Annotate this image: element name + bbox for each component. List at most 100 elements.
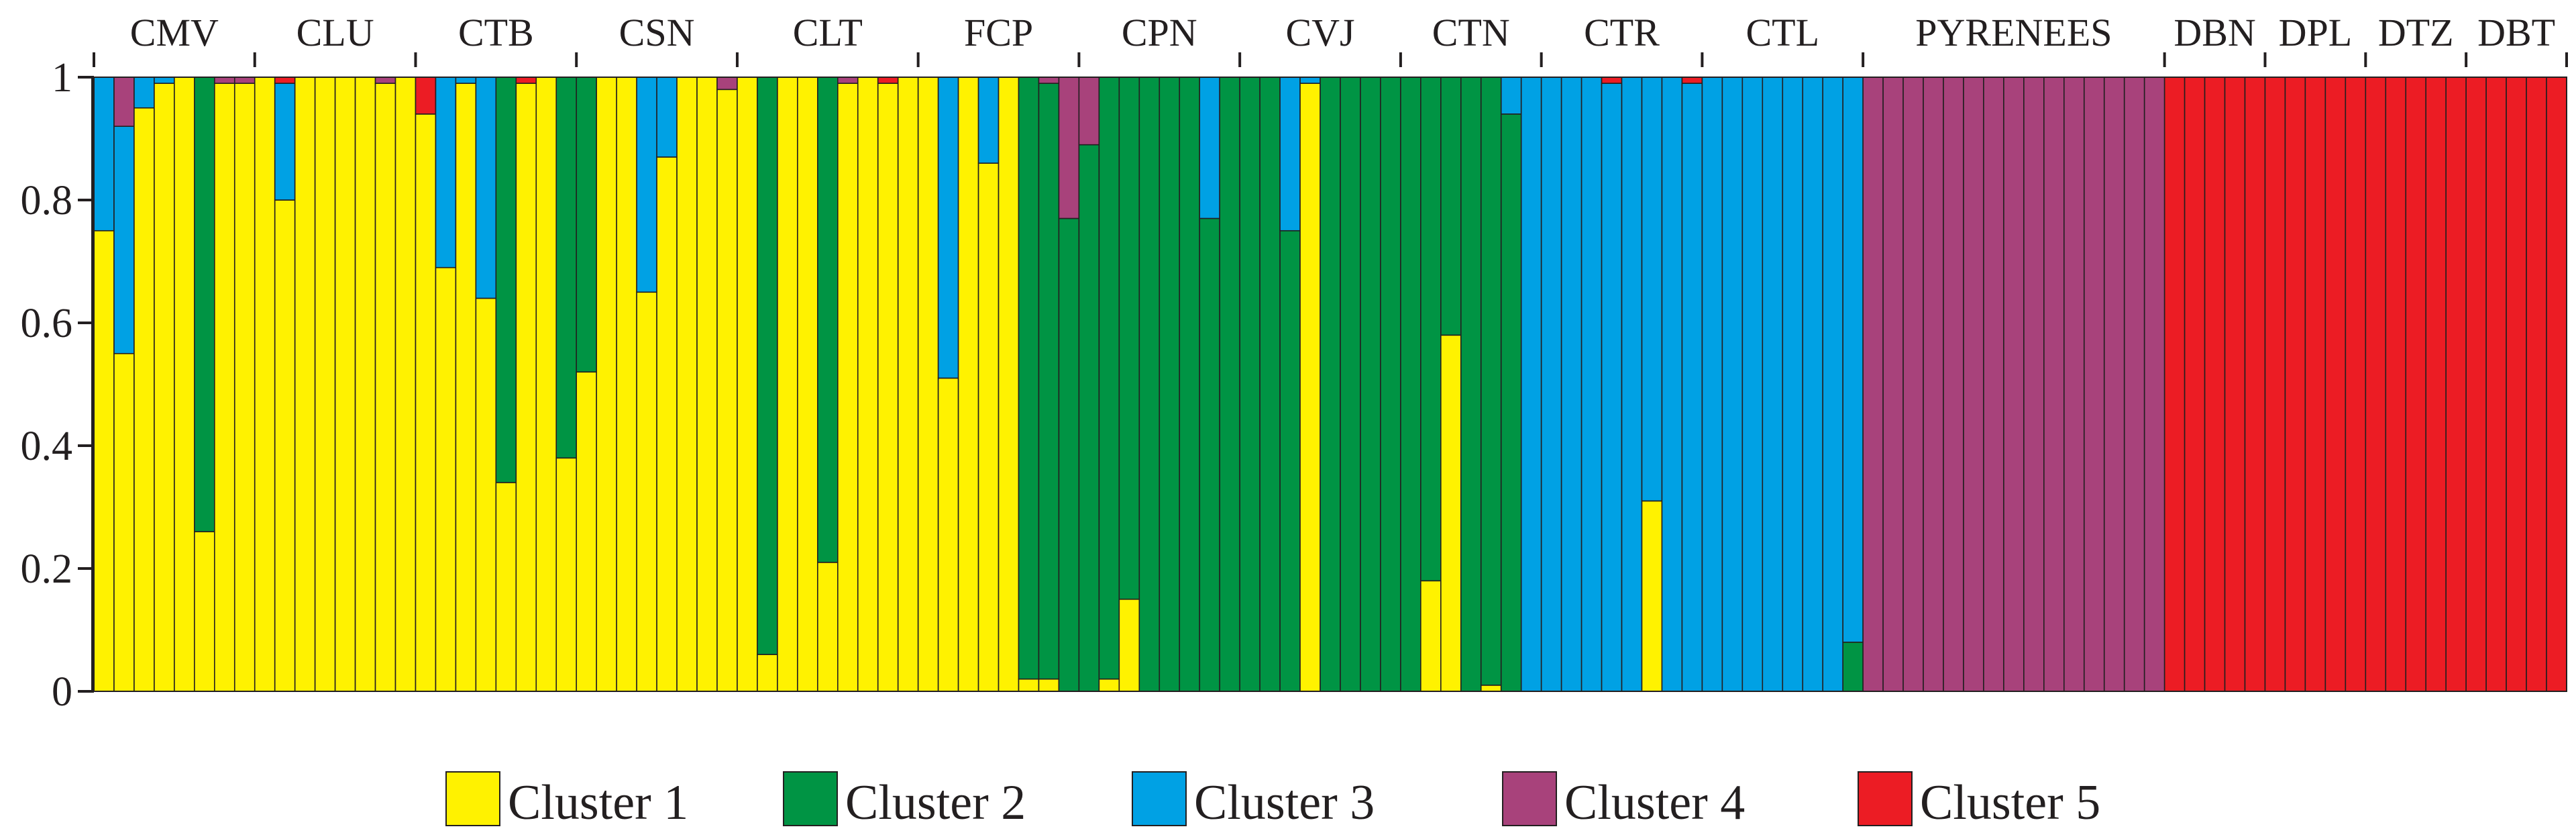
individual-bar bbox=[1923, 77, 1944, 692]
bar-segment-cluster-5 bbox=[2244, 77, 2266, 692]
bar-segment-cluster-1 bbox=[394, 77, 417, 692]
bar-segment-cluster-1 bbox=[374, 83, 396, 692]
bar-segment-cluster-4 bbox=[233, 77, 256, 84]
bar-segment-cluster-1 bbox=[676, 77, 698, 692]
individual-bar bbox=[133, 77, 155, 692]
individual-bar bbox=[797, 77, 818, 692]
bar-segment-cluster-4 bbox=[213, 77, 235, 84]
bar-segment-cluster-3 bbox=[1701, 77, 1723, 692]
individual-bar bbox=[1440, 77, 1462, 692]
bar-segment-cluster-4 bbox=[716, 77, 738, 91]
bar-segment-cluster-1 bbox=[535, 77, 557, 692]
individual-bar bbox=[1179, 77, 1201, 692]
individual-bar bbox=[2445, 77, 2467, 692]
individual-bar bbox=[113, 77, 135, 692]
bar-segment-cluster-4 bbox=[2123, 77, 2145, 692]
population-label: FCP bbox=[964, 11, 1033, 54]
individual-bar bbox=[1159, 77, 1181, 692]
bar-segment-cluster-3 bbox=[1299, 77, 1321, 84]
individual-bar bbox=[374, 77, 396, 692]
bar-segment-cluster-2 bbox=[1279, 230, 1301, 692]
individual-bar bbox=[977, 77, 1000, 692]
bar-segment-cluster-1 bbox=[636, 291, 657, 692]
legend-swatch bbox=[1502, 771, 1557, 826]
individual-bar bbox=[93, 77, 115, 692]
individual-bar bbox=[1259, 77, 1281, 692]
individual-bar bbox=[415, 77, 437, 692]
bar-segment-cluster-1 bbox=[917, 77, 939, 692]
individual-bar bbox=[2063, 77, 2085, 692]
bar-segment-cluster-3 bbox=[636, 77, 657, 293]
population-label: CLU bbox=[297, 11, 374, 54]
bar-segment-cluster-1 bbox=[1440, 334, 1462, 692]
bar-segment-cluster-1 bbox=[213, 83, 235, 692]
bar-segment-cluster-1 bbox=[415, 113, 437, 692]
individual-bar bbox=[2425, 77, 2447, 692]
bar-segment-cluster-1 bbox=[1641, 500, 1663, 692]
individual-bar bbox=[1580, 77, 1603, 692]
individual-bar bbox=[1199, 77, 1220, 692]
individual-bar bbox=[254, 77, 276, 692]
individual-bar bbox=[2204, 77, 2226, 692]
bar-segment-cluster-1 bbox=[174, 77, 195, 692]
bar-segment-cluster-3 bbox=[1560, 77, 1582, 692]
bar-segment-cluster-2 bbox=[1380, 77, 1401, 692]
bar-segment-cluster-3 bbox=[937, 77, 959, 379]
individual-bar bbox=[1902, 77, 1924, 692]
bar-segment-cluster-1 bbox=[616, 77, 637, 692]
individual-bar bbox=[435, 77, 457, 692]
bar-segment-cluster-4 bbox=[1983, 77, 2004, 692]
individual-bar bbox=[2244, 77, 2266, 692]
individual-bar bbox=[1963, 77, 1984, 692]
bar-segment-cluster-1 bbox=[1118, 598, 1140, 692]
bar-segment-cluster-2 bbox=[1239, 77, 1260, 692]
bar-segment-cluster-1 bbox=[495, 482, 517, 692]
bar-segment-cluster-4 bbox=[1923, 77, 1944, 692]
bar-segment-cluster-5 bbox=[2204, 77, 2226, 692]
bar-segment-cluster-3 bbox=[977, 77, 1000, 164]
individual-bar bbox=[2526, 77, 2547, 692]
individual-bar bbox=[877, 77, 899, 692]
bar-segment-cluster-5 bbox=[2405, 77, 2427, 692]
bar-segment-cluster-1 bbox=[113, 352, 135, 692]
legend-item-cluster-5: Cluster 5 bbox=[1858, 771, 2100, 830]
bar-segment-cluster-2 bbox=[1340, 77, 1361, 692]
individual-bar bbox=[2465, 77, 2487, 692]
bar-segment-cluster-1 bbox=[1299, 83, 1321, 692]
bar-segment-cluster-2 bbox=[194, 77, 215, 532]
population-label: DBT bbox=[2477, 11, 2555, 54]
bar-segment-cluster-1 bbox=[696, 77, 718, 692]
individual-bar bbox=[2184, 77, 2206, 692]
individual-bar bbox=[2385, 77, 2407, 692]
individual-bar bbox=[1782, 77, 1804, 692]
individual-bar bbox=[636, 77, 657, 692]
individual-bar bbox=[1621, 77, 1643, 692]
individual-bar bbox=[2405, 77, 2427, 692]
bar-segment-cluster-1 bbox=[777, 77, 798, 692]
bar-segment-cluster-1 bbox=[274, 199, 296, 692]
bar-segment-cluster-3 bbox=[1641, 77, 1663, 502]
bar-segment-cluster-3 bbox=[113, 126, 135, 354]
bar-segment-cluster-1 bbox=[314, 77, 336, 692]
bar-segment-cluster-2 bbox=[1420, 77, 1442, 582]
bar-segment-cluster-3 bbox=[1762, 77, 1784, 692]
bar-segment-cluster-4 bbox=[2043, 77, 2065, 692]
bar-segment-cluster-1 bbox=[817, 562, 839, 692]
bar-segment-cluster-5 bbox=[1601, 77, 1623, 84]
bar-segment-cluster-1 bbox=[797, 77, 818, 692]
bar-segment-cluster-1 bbox=[837, 83, 859, 692]
bar-segment-cluster-3 bbox=[1741, 77, 1764, 692]
bar-segment-cluster-1 bbox=[977, 162, 1000, 692]
individual-bar bbox=[515, 77, 537, 692]
bar-segment-cluster-3 bbox=[93, 77, 115, 232]
individual-bar bbox=[1983, 77, 2004, 692]
individual-bar bbox=[294, 77, 316, 692]
bar-segment-cluster-3 bbox=[656, 77, 678, 158]
bar-segment-cluster-2 bbox=[576, 77, 597, 373]
bar-segment-cluster-1 bbox=[1480, 685, 1502, 692]
individual-bar bbox=[817, 77, 839, 692]
bar-segment-cluster-1 bbox=[93, 230, 115, 692]
bar-segment-cluster-1 bbox=[596, 77, 617, 692]
bar-segment-cluster-1 bbox=[435, 266, 457, 692]
individual-bar bbox=[1721, 77, 1743, 692]
